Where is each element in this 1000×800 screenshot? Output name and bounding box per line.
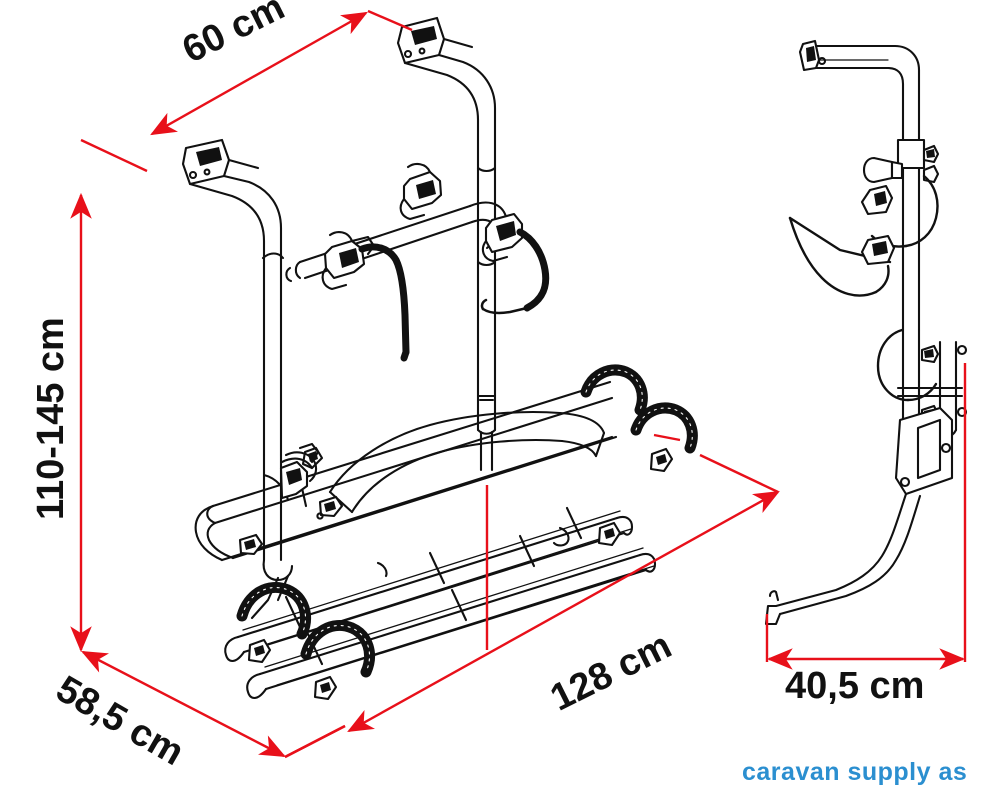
left-vertical-post-upper: [261, 252, 285, 457]
dimension-label-110-145-cm: 110-145 cm: [30, 317, 72, 520]
post-platform-bracket: [262, 453, 309, 582]
right-bike-clamp: [480, 212, 550, 315]
wheel-strap-front-left: [580, 364, 648, 416]
mid-bike-clamp: [399, 162, 443, 221]
left-bike-clamp: [321, 231, 410, 362]
side-view-main-post: [862, 135, 940, 332]
wheel-strap-rear-left: [236, 582, 311, 640]
left-lower-hook: [284, 442, 320, 483]
wheel-strap-front-right: [630, 402, 698, 454]
side-view-upper-arm: [798, 39, 921, 139]
platform-hardware: [238, 446, 344, 556]
side-view-mounting-plate: [894, 406, 954, 496]
watermark-caravan-supply: caravan supply as: [742, 758, 968, 786]
left-upper-arm: [181, 138, 283, 302]
dimension-label-40-5-cm: 40,5 cm: [785, 665, 925, 707]
dimension-line-40-5-cm: [765, 363, 967, 670]
dimension-line-60-cm: [80, 9, 413, 173]
dimension-line-128-cm: [284, 433, 780, 759]
left-support-diagonal: [250, 574, 290, 620]
side-view-hook: [788, 184, 896, 297]
